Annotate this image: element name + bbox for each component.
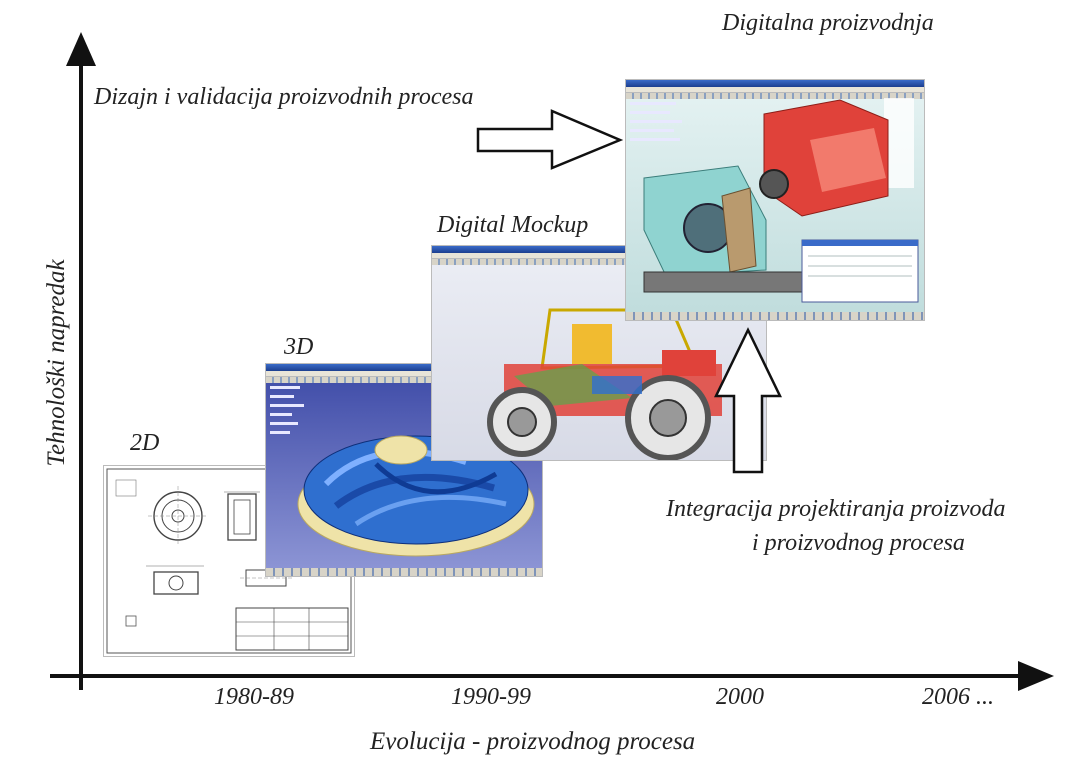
stage-label-2d: 2D [130, 430, 160, 456]
impeller-3d-model [297, 435, 535, 557]
annotation-integration-line1: Integracija projektiranja proizvoda [666, 496, 1006, 522]
annotation-integration-line2: i proizvodnog procesa [752, 530, 965, 556]
screenshot-digital-manufacturing [626, 80, 924, 320]
tick-label-1980-89: 1980-89 [214, 684, 294, 710]
tractor-mockup-illustration [487, 308, 722, 460]
right-hollow-arrow [476, 109, 624, 170]
x-axis-arrowhead [1018, 661, 1054, 691]
annotation-process-design: Dizajn i validacija proizvodnih procesa [94, 84, 474, 110]
machine-cell-illustration [643, 98, 919, 303]
x-axis-label: Evolucija - proizvodnog procesa [370, 728, 696, 755]
stage-label-digital-mockup: Digital Mockup [437, 212, 589, 238]
up-hollow-arrow [714, 327, 782, 474]
tick-label-1990-99: 1990-99 [451, 684, 531, 710]
y-axis-arrowhead [66, 32, 96, 66]
tick-label-2006: 2006 ... [922, 684, 994, 710]
stage-label-3d: 3D [284, 334, 314, 360]
stage-label-digitalna-proizvodnja: Digitalna proizvodnja [722, 10, 934, 36]
tick-label-2000: 2000 [716, 684, 764, 710]
